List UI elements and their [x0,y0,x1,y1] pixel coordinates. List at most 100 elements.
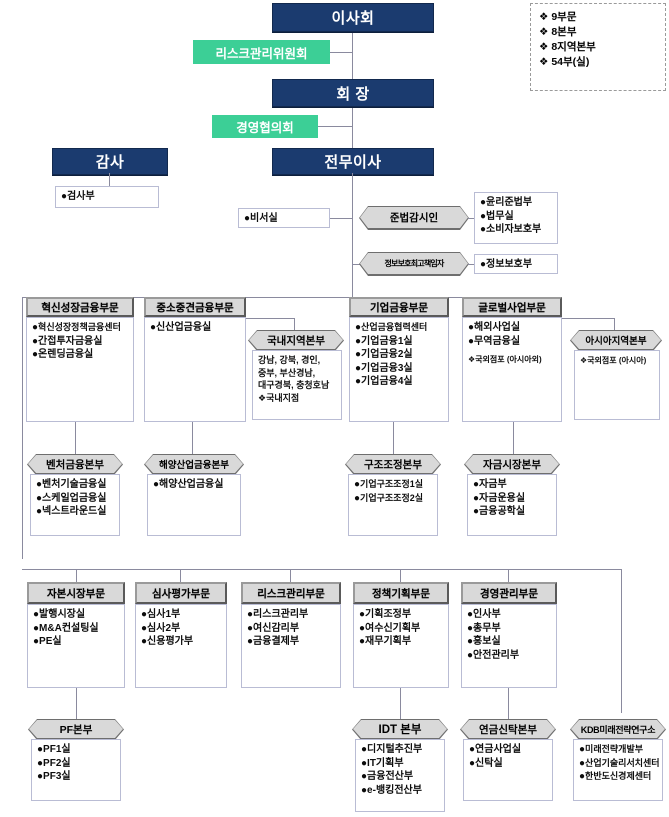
dept-item[interactable]: ●기업금융3실 [355,362,444,376]
dept-item[interactable]: ●간접투자금융실 [32,335,129,349]
dept-item[interactable]: ●법무실 [480,210,553,224]
dept-item[interactable]: ●리스크관리부 [247,608,336,622]
division-head-corporate-finance[interactable]: 기업금융부문 [349,297,449,317]
dept-item[interactable]: ●기업금융1실 [355,335,444,349]
dept-item[interactable]: ●PF3실 [37,770,116,784]
division-head-sme-midmarket[interactable]: 중소중견금융부문 [144,297,246,317]
list-ciso-departments: ●정보보호부 [474,254,558,274]
dept-label: 해양산업금융실 [159,479,224,490]
dept-item[interactable]: ●홍보실 [467,635,552,649]
dept-item[interactable]: ●넥스트라운드실 [36,505,115,519]
dept-bullet: ● [468,335,475,347]
dept-item[interactable]: ●기업구조조정2실 [354,492,433,506]
box-asia-regional-hq[interactable]: 아시아지역본부 [570,330,662,351]
dept-item[interactable]: ●자금부 [473,478,552,492]
dept-item[interactable]: ●자금운용실 [473,492,552,506]
legend-label: 8지역본부 [551,41,596,53]
dept-item[interactable]: ●신용평가부 [141,635,222,649]
dept-item[interactable]: ●기업구조조정1실 [354,478,433,492]
connector-drop-d6 [180,569,181,582]
dept-item[interactable]: ●e-뱅킹전산부 [361,784,440,798]
box-hq-marine-industry-finance[interactable]: 해양산업금융본부 [144,454,244,475]
dept-item[interactable]: ●정보보호부 [480,258,553,272]
dept-item[interactable]: ●혁신성장정책금융센터 [32,321,129,335]
box-chairman[interactable]: 회 장 [272,79,434,107]
dept-item[interactable]: ●미래전략개발부 [579,743,658,757]
dept-item[interactable]: ●온렌딩금융실 [32,348,129,362]
dept-label: 자금부 [479,479,507,490]
dept-bullet: ● [36,506,43,517]
dept-item[interactable]: ●금융공학실 [473,505,552,519]
dept-item[interactable]: ●PF2실 [37,757,116,771]
dept-item[interactable]: ●심사2부 [141,622,222,636]
dept-item[interactable]: ●여수신기획부 [359,622,444,636]
dept-item[interactable]: ●신산업금융실 [150,321,241,335]
box-management-council[interactable]: 경영협의회 [212,115,318,138]
dept-item[interactable]: ●무역금융실 [468,335,557,349]
dept-label: 검사부 [67,191,95,202]
dept-item[interactable]: ●심사1부 [141,608,222,622]
division-head-risk-management[interactable]: 리스크관리부문 [241,582,341,604]
dept-item[interactable]: ●기업금융4실 [355,375,444,389]
dept-item[interactable]: ●기획조정부 [359,608,444,622]
division-head-management-admin[interactable]: 경영관리부문 [461,582,557,604]
box-hq-idt[interactable]: IDT 본부 [352,719,448,740]
list-compliance-departments: ●윤리준법부 ●법무실 ●소비자보호부 [474,192,558,244]
hq-depts-kdb-future-strategy: ●미래전략개발부 ●산업기술리서치센터 ●한반도신경제센터 [573,739,663,801]
dept-item[interactable]: ●인사부 [467,608,552,622]
dept-item[interactable]: ●산업기술리서치센터 [579,757,660,771]
division-head-global-business[interactable]: 글로벌사업부문 [462,297,562,317]
dept-item[interactable]: ●검사부 [61,190,154,204]
dept-item[interactable]: ●재무기획부 [359,635,444,649]
dept-item[interactable]: ●해양산업금융실 [153,478,236,492]
division-head-innovation-growth[interactable]: 혁신성장금융부문 [26,297,134,317]
dept-item[interactable]: ●금융전산부 [361,770,440,784]
box-hq-venture-finance[interactable]: 벤처금융본부 [27,454,123,475]
division-head-credit-appraisal[interactable]: 심사평가부문 [135,582,227,604]
box-hq-restructuring[interactable]: 구조조정본부 [345,454,441,475]
box-board-of-directors[interactable]: 이사회 [272,3,434,32]
legend-label: 8본부 [551,26,577,38]
connector-secretary [330,218,353,219]
division-head-policy-planning[interactable]: 정책기획부문 [353,582,449,604]
dept-label: 여수신기획부 [365,622,421,634]
box-domestic-regional-hq[interactable]: 국내지역본부 [248,330,344,351]
list-auditor-departments: ●검사부 [55,186,159,208]
box-hq-treasury-markets[interactable]: 자금시장본부 [464,454,560,475]
box-ciso[interactable]: 정보보호최고책임자 [359,252,469,276]
dept-item[interactable]: ●연금사업실 [469,743,548,757]
dept-item[interactable]: ●해외사업실 [468,321,557,335]
dept-item[interactable]: ●윤리준법부 [480,196,553,210]
dept-item[interactable]: ●발행시장실 [33,608,120,622]
box-managing-director[interactable]: 전무이사 [272,148,434,175]
dept-item[interactable]: ●신탁실 [469,757,548,771]
dept-item[interactable]: ●안전관리부 [467,649,552,663]
dept-item[interactable]: ●스케일업금융실 [36,492,115,506]
dept-item[interactable]: ●금융결제부 [247,635,336,649]
dept-item[interactable]: ●소비자보호부 [480,223,553,237]
dept-item[interactable]: ●총무부 [467,622,552,636]
box-hq-project-finance[interactable]: PF본부 [28,719,124,740]
dept-item[interactable]: ●PF1실 [37,743,116,757]
dept-item[interactable]: ●PE실 [33,635,120,649]
box-compliance-officer[interactable]: 준법감시인 [359,206,469,230]
dept-label: 벤처기술금융실 [42,479,107,490]
dept-label: PF1실 [43,744,71,755]
dept-item[interactable]: ●M&A컨설팅실 [33,622,120,636]
dept-item[interactable]: ●벤처기술금융실 [36,478,115,492]
dept-item[interactable]: ●한반도신경제센터 [579,770,658,784]
box-risk-management-committee[interactable]: 리스크관리위원회 [193,40,330,64]
dept-bullet: ● [141,636,148,647]
box-auditor[interactable]: 감사 [52,148,168,175]
dept-item[interactable]: ●IT기획부 [361,757,440,771]
dept-item[interactable]: ●산업금융협력센터 [355,321,444,335]
box-kdb-future-strategy-institute[interactable]: KDB미래전략연구소 [570,719,666,740]
hex-face: 국내지역본부 [249,331,343,349]
dept-item[interactable]: ●기업금융2실 [355,348,444,362]
box-hq-pension-trust[interactable]: 연금신탁본부 [460,719,556,740]
dept-item[interactable]: ●디지털추진부 [361,743,440,757]
dept-bullet: ● [467,649,474,661]
division-head-capital-markets[interactable]: 자본시장부문 [27,582,125,604]
dept-item[interactable]: ●여신감리부 [247,622,336,636]
dept-item[interactable]: ●비서실 [244,212,325,226]
